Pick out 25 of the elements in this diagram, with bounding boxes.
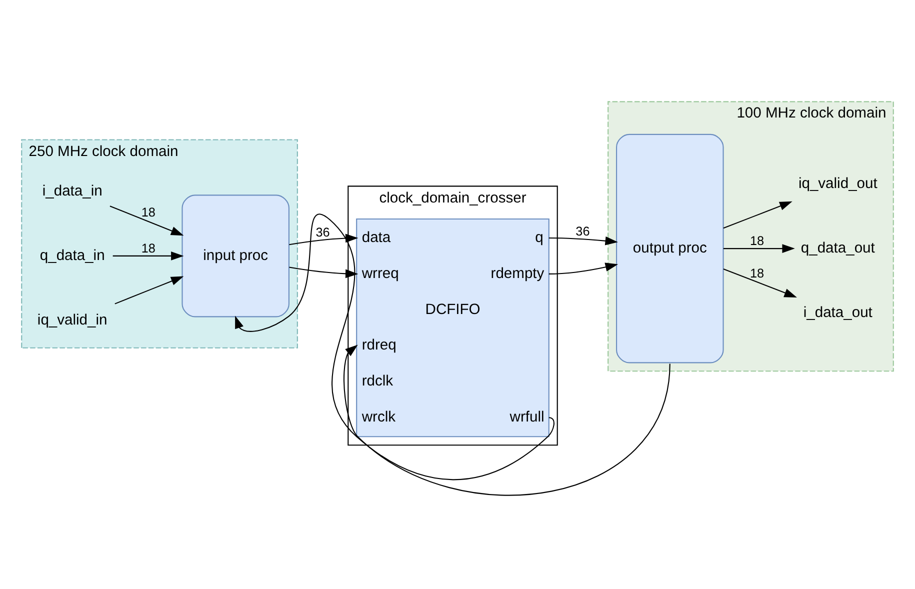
node-text: iq_valid_out [798,176,878,192]
arrow [289,234,358,246]
edge-label: 36 [316,226,330,240]
arrow [723,268,797,298]
arrow [723,244,795,253]
arrow [114,276,184,304]
node-text: i_data_in [42,183,102,200]
arrow [110,206,184,236]
arrow [344,344,670,496]
node-box: input proc [182,194,290,318]
edge-label: 18 [141,205,156,220]
node-box: output proc [616,134,724,364]
node-text: q_data_in [40,248,105,264]
arrow [548,236,618,246]
edge-label: 18 [141,241,156,256]
arrow [112,252,184,260]
edge-label: 36 [576,224,590,238]
node-text: q_data_out [800,240,875,256]
node-text: iq_valid_in [37,312,108,328]
arrow [723,201,792,229]
edge-label: 18 [750,266,764,281]
edge-label: 18 [750,234,764,248]
arrow [548,262,618,274]
node-text: i_data_out [803,304,872,321]
arrow [289,266,358,278]
